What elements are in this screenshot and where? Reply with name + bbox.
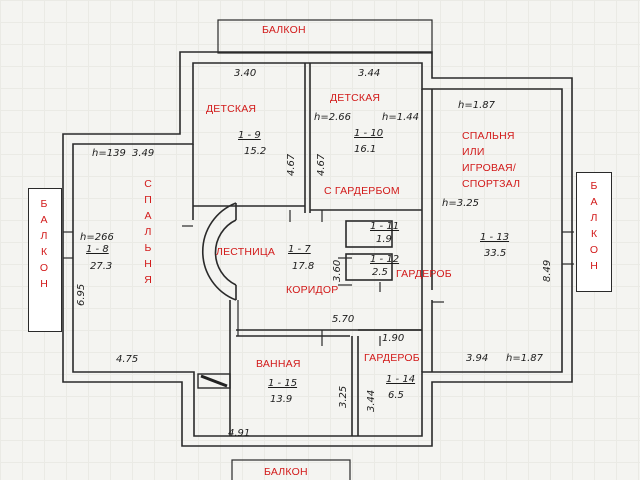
kids1-number: 1 - 9: [238, 130, 261, 141]
corridor-name: КОРИДОР: [286, 284, 339, 296]
balcony-top-outline: [217, 19, 433, 54]
kids2-name: ДЕТСКАЯ: [330, 92, 381, 104]
bedroom-left-height2: h=266: [80, 232, 114, 243]
balcony-bottom-label: БАЛКОН: [264, 466, 308, 478]
kids1-depth: 4.67: [286, 153, 297, 176]
closet-11-outline: [345, 220, 393, 248]
kids1-area: 15.2: [244, 146, 267, 157]
closet12-number: 1 - 12: [370, 254, 400, 265]
bath-bottom: 4.91: [228, 428, 251, 439]
stairs-arc-inner: [214, 219, 237, 286]
kids2-number: 1 - 10: [354, 128, 384, 139]
stairs-number: 1 - 7: [288, 244, 311, 255]
bedroom-right-height2: h=3.25: [442, 198, 479, 209]
stairs-name: ЛЕСТНИЦА: [216, 246, 276, 258]
closet3-number: 1 - 14: [386, 374, 416, 385]
bath-depth: 3.25: [338, 385, 349, 408]
bedroom-left-depth: 6.95: [76, 283, 87, 306]
bedroom-left-number: 1 - 8: [86, 244, 109, 255]
closet11-number: 1 - 11: [370, 221, 400, 232]
closet12-name: ГАРДЕРОБ: [396, 268, 452, 280]
closet3-name: ГАРДЕРОБ: [364, 352, 420, 364]
bedroom-right-height: h=1.87: [458, 100, 495, 111]
balcony-top-label: БАЛКОН: [262, 24, 306, 36]
kids1-width: 3.40: [234, 68, 257, 79]
outer-wall: [62, 51, 573, 447]
bath-area: 13.9: [270, 394, 293, 405]
balcony-right-box: [576, 172, 612, 292]
balcony-left-box: [28, 188, 62, 332]
bedroom-right-number: 1 - 13: [480, 232, 510, 243]
corridor-bottom: 5.70: [332, 314, 355, 325]
balcony-bottom-outline: [231, 459, 351, 480]
closet-12-outline: [345, 253, 393, 281]
bedroom-left-width: 3.49: [132, 148, 155, 159]
kids2-width: 3.44: [358, 68, 381, 79]
kids2-sub: С ГАРДЕРБОМ: [324, 185, 400, 197]
stairs-area: 17.8: [292, 261, 315, 272]
closet12-area: 2.5: [372, 267, 388, 278]
bedroom-left-bottom: 4.75: [116, 354, 139, 365]
bedroom-right-bottom-height: h=1.87: [506, 353, 543, 364]
bedroom-left-area: 27.3: [90, 261, 113, 272]
stairs-arc-outer: [202, 202, 237, 301]
chimney: [197, 373, 231, 389]
kids1-name: ДЕТСКАЯ: [206, 103, 257, 115]
kids2-height2: h=1.44: [382, 112, 419, 123]
bedroom-right-area: 33.5: [484, 248, 507, 259]
bedroom-left-height: h=139: [92, 148, 126, 159]
closet3-area: 6.5: [388, 390, 404, 401]
stairs-side: 3.60: [332, 259, 343, 282]
kids2-depth: 4.67: [316, 153, 327, 176]
bath-name: ВАННАЯ: [256, 358, 301, 370]
bedroom-right-bottom: 3.94: [466, 353, 489, 364]
kids2-height: h=2.66: [314, 112, 351, 123]
closet3-depth: 3.44: [366, 389, 377, 412]
bedroom-right-depth: 8.49: [542, 259, 553, 282]
closet11-area: 1.9: [376, 234, 392, 245]
kids2-area: 16.1: [354, 144, 377, 155]
closet3-width: 1.90: [382, 333, 405, 344]
bath-number: 1 - 15: [268, 378, 298, 389]
